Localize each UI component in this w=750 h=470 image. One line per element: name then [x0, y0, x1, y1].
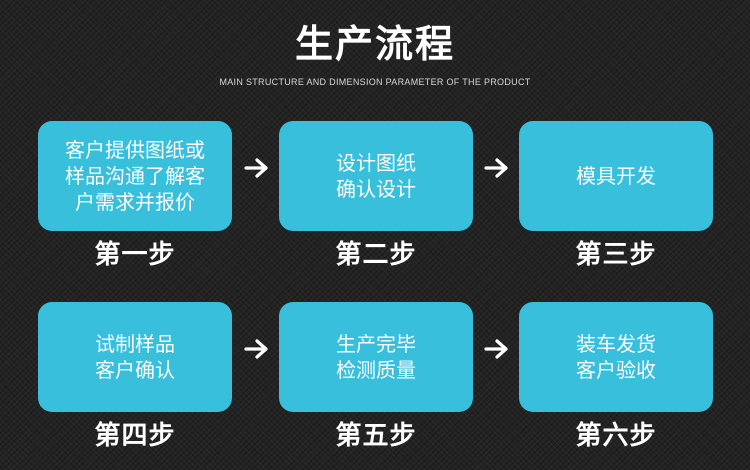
step-1-text-line-2: 样品沟通了解客 [65, 164, 205, 188]
step-5-text-line-1: 生产完毕 [336, 332, 416, 356]
step-4-text-line-1: 试制样品 [95, 332, 175, 356]
step-4-box: 试制样品 客户确认 [38, 302, 232, 412]
page-title: 生产流程 [294, 22, 455, 66]
step-1-text-line-1: 客户提供图纸或 [65, 138, 205, 162]
step-3-label: 第三步 [575, 240, 657, 270]
arrow-right-icon [244, 157, 270, 179]
step-3-box: 模具开发 [519, 121, 713, 231]
step-1-box: 客户提供图纸或 样品沟通了解客 户需求并报价 [38, 121, 232, 231]
step-3-text-line-1: 模具开发 [576, 164, 656, 188]
arrow-right-icon [484, 157, 510, 179]
step-6-text-line-1: 装车发货 [576, 332, 656, 356]
step-2-text-line-1: 设计图纸 [336, 151, 416, 175]
step-5-label: 第五步 [335, 421, 417, 451]
step-1-text-line-3: 户需求并报价 [75, 190, 195, 214]
arrow-right-icon [244, 338, 270, 360]
step-4-text-line-2: 客户确认 [95, 358, 175, 382]
arrow-right-icon [484, 338, 510, 360]
step-4-label: 第四步 [94, 421, 176, 451]
step-2-label: 第二步 [335, 240, 417, 270]
step-5-box: 生产完毕 检测质量 [279, 302, 473, 412]
step-2-box: 设计图纸 确认设计 [279, 121, 473, 231]
step-2-text-line-2: 确认设计 [336, 177, 416, 201]
step-6-box: 装车发货 客户验收 [519, 302, 713, 412]
step-5-text-line-2: 检测质量 [336, 358, 416, 382]
step-1-label: 第一步 [94, 240, 176, 270]
step-6-label: 第六步 [575, 421, 657, 451]
page-subtitle: MAIN STRUCTURE AND DIMENSION PARAMETER O… [219, 77, 531, 87]
step-6-text-line-2: 客户验收 [576, 358, 656, 382]
